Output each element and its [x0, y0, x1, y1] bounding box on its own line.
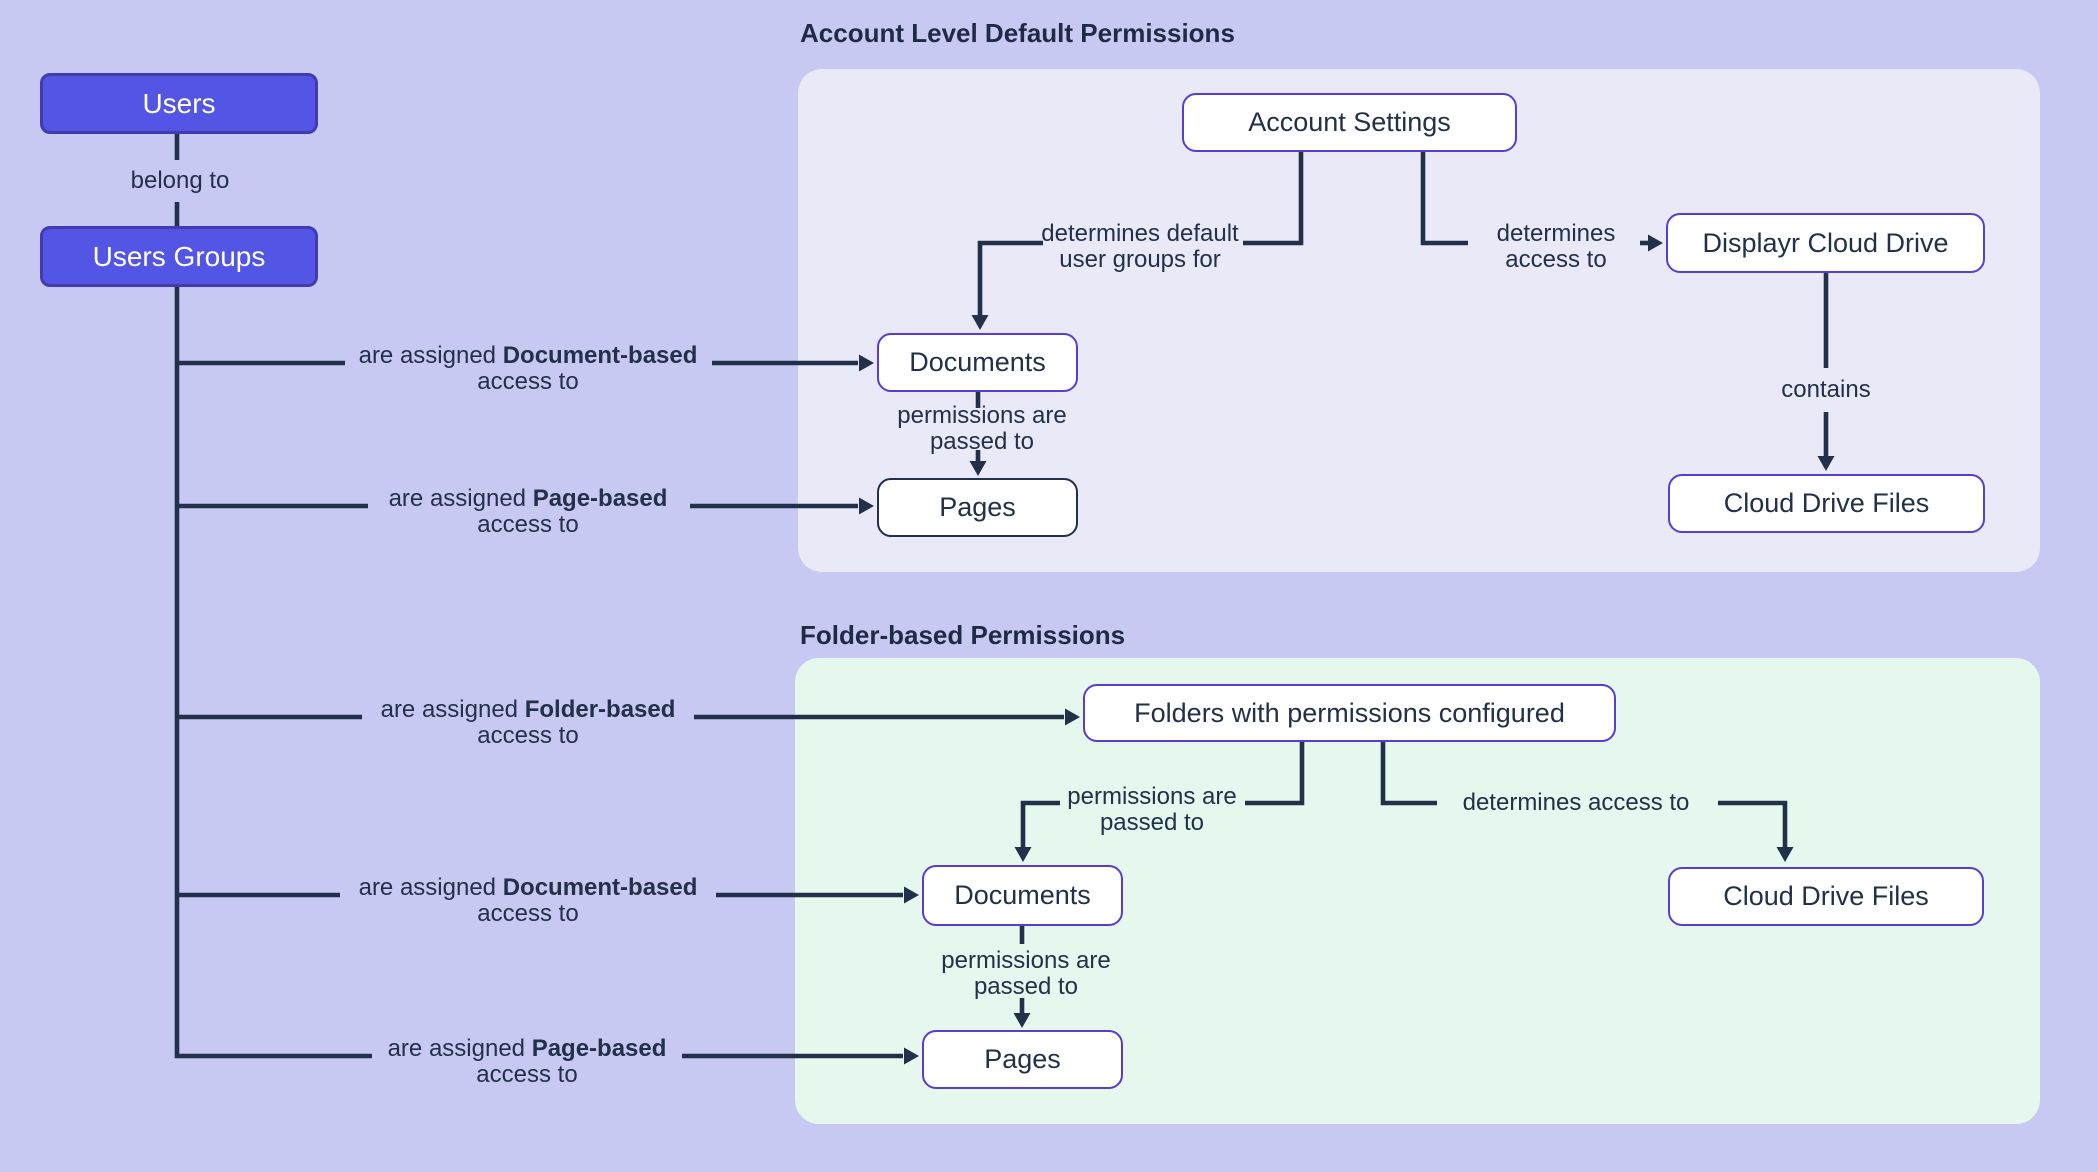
users-node: Users	[40, 73, 318, 134]
folder-section-title: Folder-based Permissions	[800, 620, 1126, 650]
documents-node-account: Documents	[877, 333, 1078, 392]
branch-label-document-based-bottom: are assigned Document-based access to	[358, 874, 698, 927]
branch-label-page-based-bottom: are assigned Page-based access to	[387, 1035, 667, 1088]
permissions-passed-label-folder-lower: permissions are passed to	[941, 947, 1111, 1000]
determines-access-label-account: determines access to	[1496, 220, 1616, 273]
permissions-passed-label-account: permissions are passed to	[897, 402, 1067, 455]
belong-to-label: belong to	[130, 167, 230, 194]
account-section-title: Account Level Default Permissions	[800, 18, 1235, 48]
branch-label-page-based-top: are assigned Page-based access to	[388, 485, 668, 538]
displayr-cloud-drive-node: Displayr Cloud Drive	[1666, 213, 1985, 273]
contains-label: contains	[1781, 376, 1871, 403]
branch-label-document-based-top: are assigned Document-based access to	[358, 342, 698, 395]
cloud-drive-files-node-account: Cloud Drive Files	[1668, 474, 1985, 533]
cloud-drive-files-node-folder: Cloud Drive Files	[1668, 867, 1984, 926]
permissions-passed-label-folder-upper: permissions are passed to	[1067, 783, 1237, 836]
users-groups-node: Users Groups	[40, 226, 318, 287]
determines-access-label-folder: determines access to	[1462, 789, 1690, 816]
folders-with-permissions-node: Folders with permissions configured	[1083, 684, 1616, 742]
branch-label-folder-based: are assigned Folder-based access to	[380, 696, 676, 749]
pages-node-account: Pages	[877, 478, 1078, 537]
determines-default-label: determines default user groups for	[1041, 220, 1239, 273]
pages-node-folder: Pages	[922, 1030, 1123, 1089]
account-settings-node: Account Settings	[1182, 93, 1517, 152]
documents-node-folder: Documents	[922, 865, 1123, 926]
